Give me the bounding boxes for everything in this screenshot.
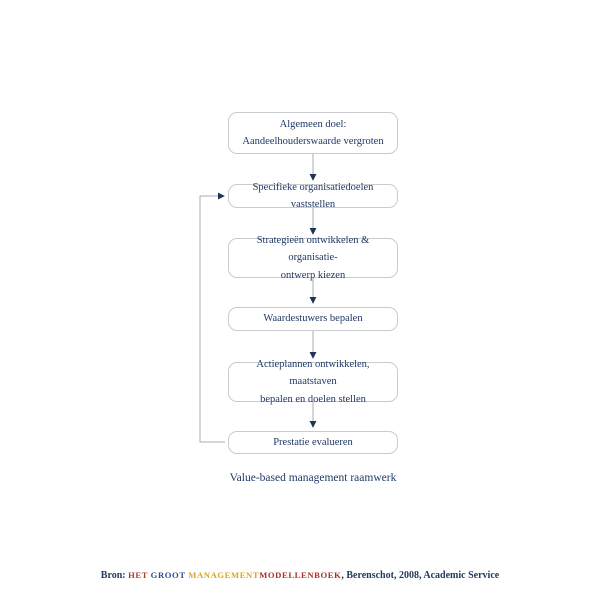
flow-node-strategieen-ontwikkelen: Strategieën ontwikkelen & organisatie- o… — [228, 235, 398, 281]
source-prefix: Bron: — [100, 570, 129, 581]
flow-node-waardestuwers-bepalen: Waardestuwers bepalen — [228, 307, 398, 331]
node-line: Algemeen doel: — [279, 118, 347, 130]
node-line: ontwerp kiezen — [280, 269, 346, 281]
book-title-modellenboek: MODELLENBOEK — [259, 570, 342, 580]
node-line: Specifieke organisatiedoelen vaststellen — [252, 181, 374, 210]
book-title-groot: GROOT — [150, 570, 189, 580]
flow-node-prestatie-evalueren: Prestatie evalueren — [228, 431, 398, 454]
node-line: Strategieën ontwikkelen & organisatie- — [256, 235, 370, 264]
node-line: Prestatie evalueren — [273, 436, 353, 448]
source-attribution: Bron: HET GROOT MANAGEMENTMODELLENBOEK, … — [0, 568, 600, 583]
flow-node-specifieke-organisatiedoelen: Specifieke organisatiedoelen vaststellen — [228, 182, 398, 210]
node-line: Actieplannen ontwikkelen, maatstaven — [256, 359, 370, 388]
diagram-caption: Value-based management raamwerk — [229, 472, 397, 484]
flow-node-algemeen-doel: Algemeen doel: Aandeelhouderswaarde verg… — [228, 112, 398, 154]
book-title-het: HET — [128, 570, 151, 580]
source-publisher: , Berenschot, 2008, Academic Service — [341, 570, 500, 581]
book-title-management: MANAGEMENT — [188, 570, 260, 580]
node-line: Waardestuwers bepalen — [263, 313, 363, 325]
node-line: Aandeelhouderswaarde vergroten — [242, 136, 384, 147]
feedback-loop-arrow-icon — [199, 192, 225, 443]
flow-node-actieplannen-ontwikkelen: Actieplannen ontwikkelen, maatstaven bep… — [228, 359, 398, 405]
node-line: bepalen en doelen stellen — [260, 393, 366, 405]
